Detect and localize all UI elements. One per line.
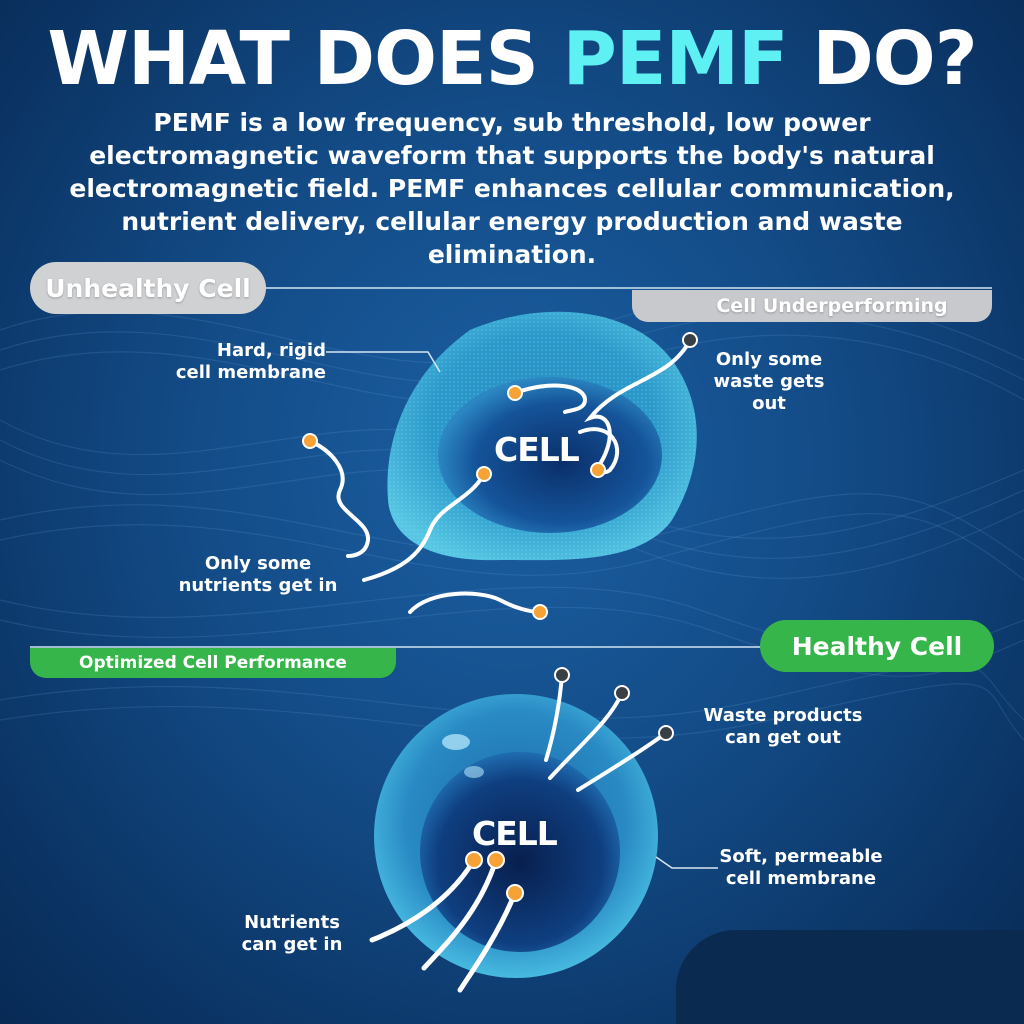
unhealthy-molecule-heads	[302, 332, 698, 620]
nutrient-dot	[506, 884, 524, 902]
title-part-2: DO?	[787, 16, 977, 102]
leader-lines	[326, 351, 718, 869]
healthy-cell-heading: Healthy Cell	[760, 620, 994, 672]
unhealthy-membrane-line-1: Hard, rigid	[216, 340, 326, 361]
membrane-leader-healthy	[655, 856, 718, 869]
healthy-membrane-line-1: Soft, permeable	[719, 846, 883, 867]
waste-line-2	[548, 691, 624, 780]
unhealthy-cell-label: CELL	[494, 430, 580, 469]
corner-decoration	[676, 930, 1024, 1024]
nutrient-dot	[302, 433, 318, 449]
nutrient-squiggle-1	[513, 383, 588, 414]
nutrient-squiggle-3	[308, 439, 370, 558]
healthy-nutrients-line-1: Nutrients	[244, 912, 340, 933]
healthy-waste-label: Waste products can get out	[700, 705, 866, 749]
nutrient-dot	[487, 851, 505, 869]
nutrient-dot	[532, 604, 548, 620]
unhealthy-waste-line-2: waste gets out	[713, 371, 825, 414]
unhealthy-cell	[387, 311, 697, 561]
healthy-waste-heads	[554, 667, 674, 741]
waste-squiggle-1	[584, 338, 692, 472]
unhealthy-cell-heading: Unhealthy Cell	[30, 262, 266, 314]
nutrient-squiggle-5	[408, 591, 542, 614]
unhealthy-divider	[262, 287, 992, 289]
unhealthy-nutrients-label: Only some nutrients get in	[176, 553, 340, 597]
page-title: WHAT DOES PEMF DO?	[0, 14, 1024, 104]
title-part-1: WHAT DOES	[47, 16, 563, 102]
waste-dot	[614, 685, 630, 701]
healthy-cell-label: CELL	[472, 814, 558, 853]
healthy-nutrients-label: Nutrients can get in	[234, 912, 350, 956]
healthy-divider	[30, 646, 764, 648]
waste-dot	[658, 725, 674, 741]
nutrient-line-1	[369, 857, 477, 943]
healthy-nutrients-line-2: can get in	[241, 934, 343, 955]
optimized-performance-badge: Optimized Cell Performance	[30, 648, 396, 678]
nutrient-squiggle-4	[362, 472, 486, 582]
healthy-waste-line-1: Waste products	[703, 705, 863, 726]
waste-line-3	[576, 731, 668, 792]
title-accent: PEMF	[562, 16, 789, 102]
nutrient-line-3	[457, 890, 518, 993]
nutrient-line-2	[421, 857, 499, 971]
healthy-waste-line-2: can get out	[725, 727, 841, 748]
nutrient-dot	[507, 385, 523, 401]
nutrient-dot	[465, 851, 483, 869]
healthy-cell	[374, 694, 658, 978]
unhealthy-nutrients-line-1: Only some	[204, 553, 312, 574]
healthy-nutrient-heads	[465, 851, 524, 902]
healthy-membrane-line-2: cell membrane	[725, 868, 877, 889]
healthy-membrane-label: Soft, permeable cell membrane	[718, 846, 884, 890]
unhealthy-nutrients-line-2: nutrients get in	[178, 575, 338, 596]
unhealthy-membrane-label: Hard, rigid cell membrane	[170, 340, 326, 384]
nutrient-dot	[476, 466, 492, 482]
unhealthy-waste-line-1: Only some	[715, 349, 823, 370]
waste-dot	[682, 332, 698, 348]
nutrient-dot	[590, 462, 606, 478]
intro-paragraph: PEMF is a low frequency, sub threshold, …	[69, 108, 955, 269]
waste-dot	[554, 667, 570, 683]
unhealthy-membrane-line-2: cell membrane	[175, 362, 326, 383]
unhealthy-waste-label: Only some waste gets out	[694, 349, 844, 415]
membrane-leader-unhealthy	[326, 351, 441, 373]
cell-underperforming-badge: Cell Underperforming	[632, 290, 992, 322]
healthy-nutrient-lines	[369, 857, 518, 993]
